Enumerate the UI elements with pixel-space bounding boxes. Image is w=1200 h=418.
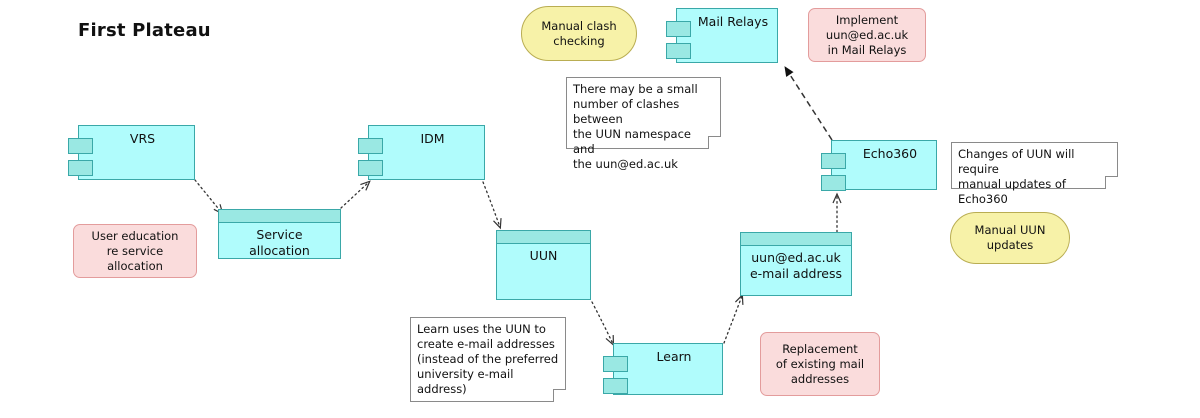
note-fold-corner-icon (1105, 176, 1118, 189)
edge-uun-to-learn (591, 301, 615, 347)
process-manual-uun-updates[interactable]: Manual UUN updates (950, 212, 1070, 264)
edge-idm-to-uun (482, 181, 502, 230)
work-package-replacement[interactable]: Replacement of existing mail addresses (760, 332, 880, 396)
component-tab-icon (358, 160, 383, 176)
note-text: Changes of UUN will require manual updat… (958, 147, 1075, 206)
data-object-label: Service allocation (249, 227, 310, 258)
data-object-header-band (219, 210, 340, 223)
component-mail-relays[interactable]: Mail Relays (666, 8, 778, 63)
data-object-service-allocation[interactable]: Service allocation (218, 209, 341, 259)
data-object-header-band (741, 233, 851, 246)
note-clashes[interactable]: There may be a small number of clashes b… (566, 77, 721, 171)
edge-service-allocation-to-idm (340, 180, 371, 209)
work-package-user-education[interactable]: User education re service allocation (73, 224, 197, 278)
component-tab-icon (821, 153, 846, 169)
component-tab-icon (68, 138, 93, 154)
note-learn[interactable]: Learn uses the UUN to create e-mail addr… (410, 317, 566, 402)
note-body (951, 142, 1118, 189)
edge-echo360-to-mail-relays (784, 66, 833, 141)
component-tab-icon (666, 43, 691, 59)
component-echo360[interactable]: Echo360 (821, 140, 937, 191)
component-tab-icon (666, 21, 691, 37)
component-tab-icon (603, 356, 628, 372)
edge-learn-to-uun-email (723, 293, 744, 344)
note-text: Learn uses the UUN to create e-mail addr… (417, 322, 559, 396)
page-title: First Plateau (78, 20, 211, 41)
data-object-uun-email[interactable]: uun@ed.ac.uk e-mail address (740, 232, 852, 296)
component-label: Echo360 (862, 146, 918, 161)
process-manual-clash-checking[interactable]: Manual clash checking (521, 6, 637, 61)
component-vrs[interactable]: VRS (68, 125, 195, 180)
component-label: IDM (420, 131, 445, 146)
note-text: There may be a small number of clashes b… (573, 82, 698, 171)
note-body (410, 317, 566, 402)
component-tab-icon (821, 175, 846, 191)
note-fold-corner-icon (553, 389, 566, 402)
data-object-header-band (497, 231, 590, 244)
component-label: Mail Relays (697, 14, 769, 29)
component-idm[interactable]: IDM (358, 125, 485, 180)
data-object-uun[interactable]: UUN (496, 230, 591, 300)
note-fold-corner-icon (708, 136, 721, 149)
component-learn[interactable]: Learn (603, 343, 723, 395)
data-object-label: UUN (529, 248, 558, 263)
component-tab-icon (68, 160, 93, 176)
component-tab-icon (358, 138, 383, 154)
component-tab-icon (603, 378, 628, 394)
note-body (566, 77, 721, 149)
component-label: VRS (129, 131, 156, 146)
note-echo360[interactable]: Changes of UUN will require manual updat… (951, 142, 1118, 206)
work-package-implement-uun[interactable]: Implement uun@ed.ac.uk in Mail Relays (808, 8, 926, 62)
component-label: Learn (656, 349, 692, 364)
data-object-label: uun@ed.ac.uk e-mail address (749, 250, 843, 281)
